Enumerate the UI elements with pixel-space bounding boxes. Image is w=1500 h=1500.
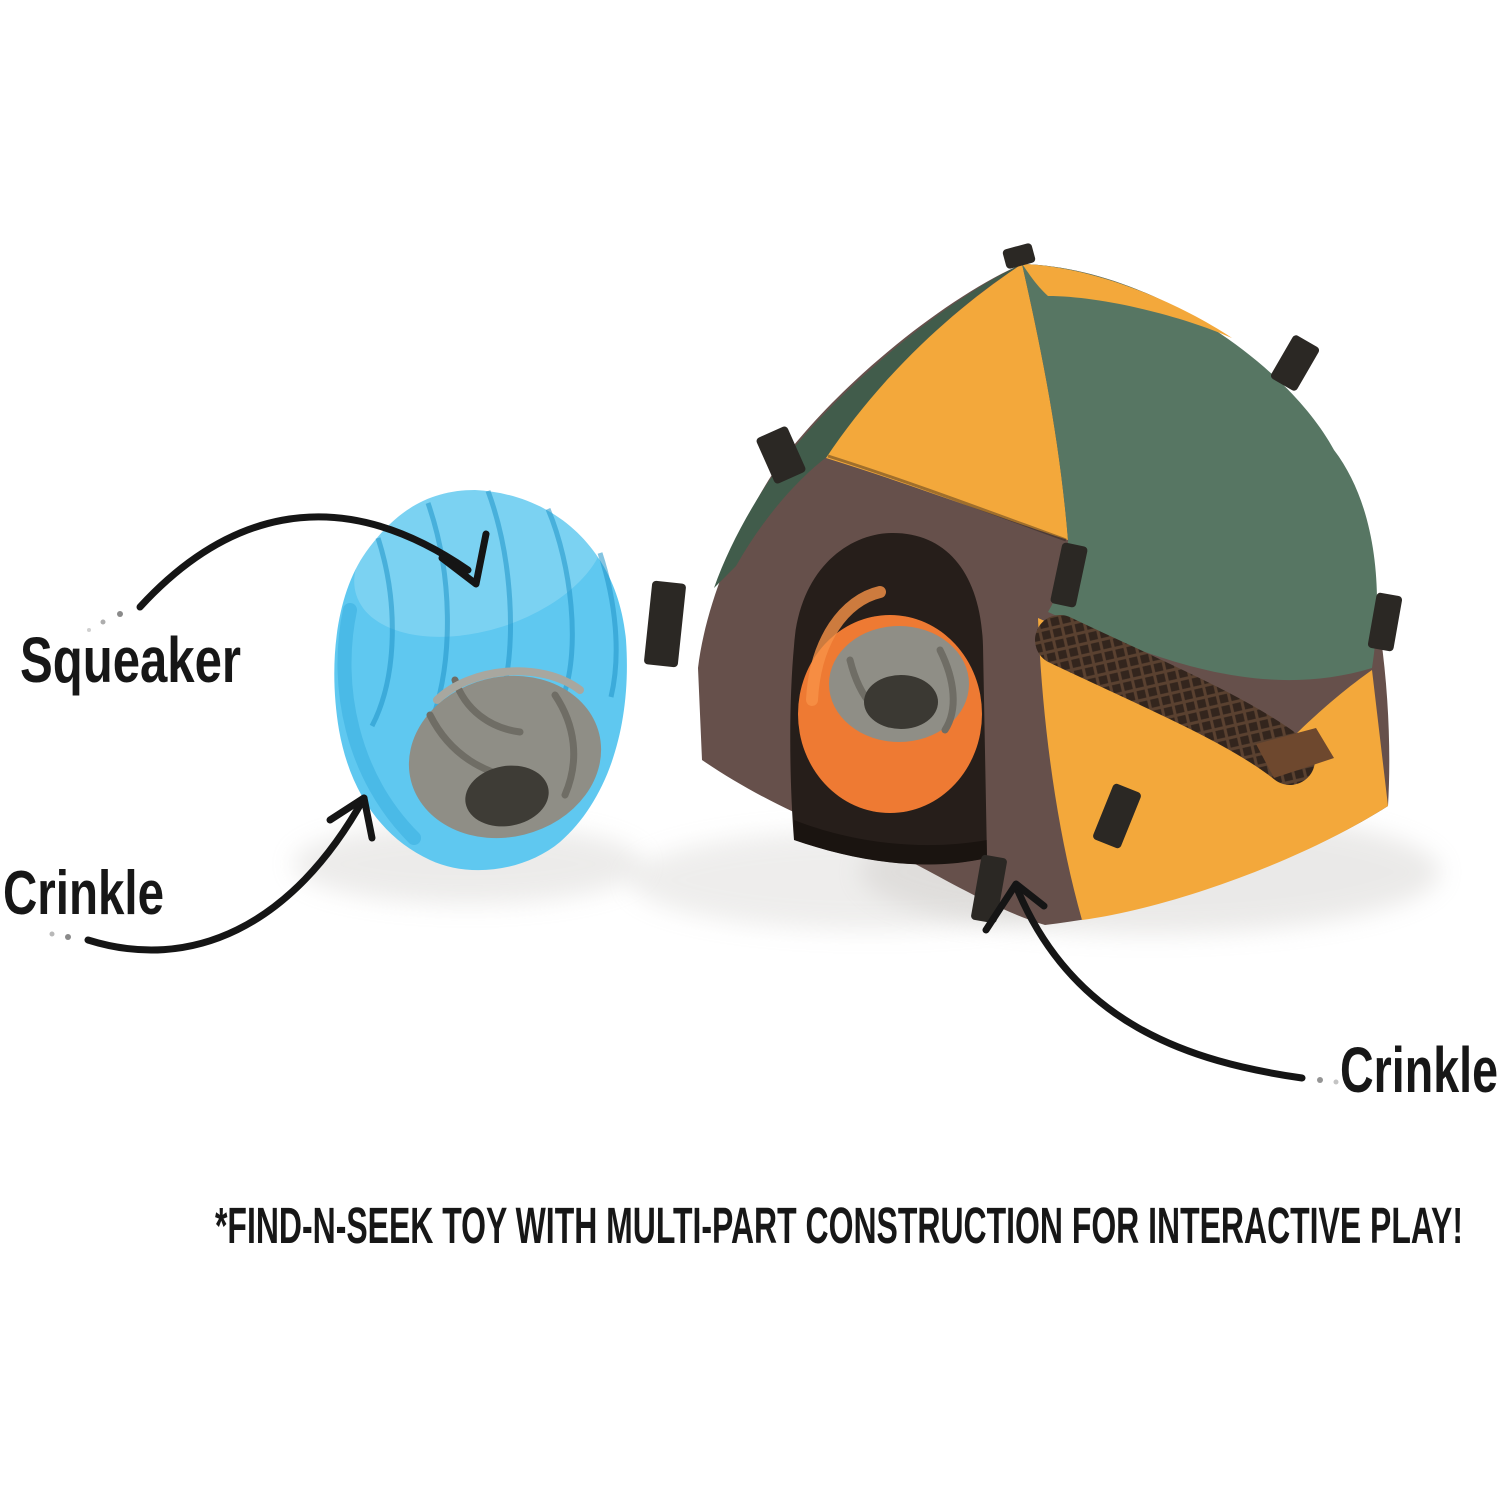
bag-opening-hole	[465, 765, 549, 827]
tent-panel-back-yellow	[1022, 264, 1232, 338]
tent-panel-front-yellow	[826, 264, 1068, 540]
bag-opening-highlight	[433, 667, 584, 704]
brand-tag	[1256, 728, 1334, 778]
bag-opening-gray	[408, 675, 602, 839]
strap-right-side	[1367, 592, 1403, 652]
door-sill-shadow	[794, 820, 987, 865]
crinkle-left-label: Crinkle	[3, 859, 164, 928]
crinkle-left-arrow	[49, 794, 376, 954]
strap-right-upper	[1270, 335, 1320, 391]
footnote-label: *FIND-N-SEEK TOY WITH MULTI-PART CONSTRU…	[215, 1197, 1463, 1254]
sleeping-bag-toy	[334, 473, 627, 871]
apex-loop	[1002, 243, 1036, 269]
strap-left-upper	[756, 426, 806, 484]
strap-ridge	[1050, 542, 1088, 608]
bag-edge-shade	[337, 603, 421, 845]
tent-panel-right-green	[1022, 264, 1378, 681]
strap-base-bottom	[1093, 783, 1141, 849]
tent-wall-seam	[827, 454, 1067, 542]
inner-plush-toy	[794, 586, 987, 865]
crinkle-right-label: Crinkle	[1340, 1034, 1498, 1106]
tent-toy	[644, 243, 1403, 925]
squeaker-label: Squeaker	[20, 624, 241, 696]
inner-toy-orange-highlight	[806, 586, 886, 706]
squeaker-arrow	[87, 513, 490, 632]
inner-toy-hole	[864, 675, 938, 729]
bag-opening	[408, 667, 602, 839]
crinkle-right-arrow	[982, 880, 1339, 1085]
annotation-arrows	[49, 513, 1339, 1085]
tent-straps	[644, 243, 1403, 924]
strap-left-side	[644, 580, 686, 668]
